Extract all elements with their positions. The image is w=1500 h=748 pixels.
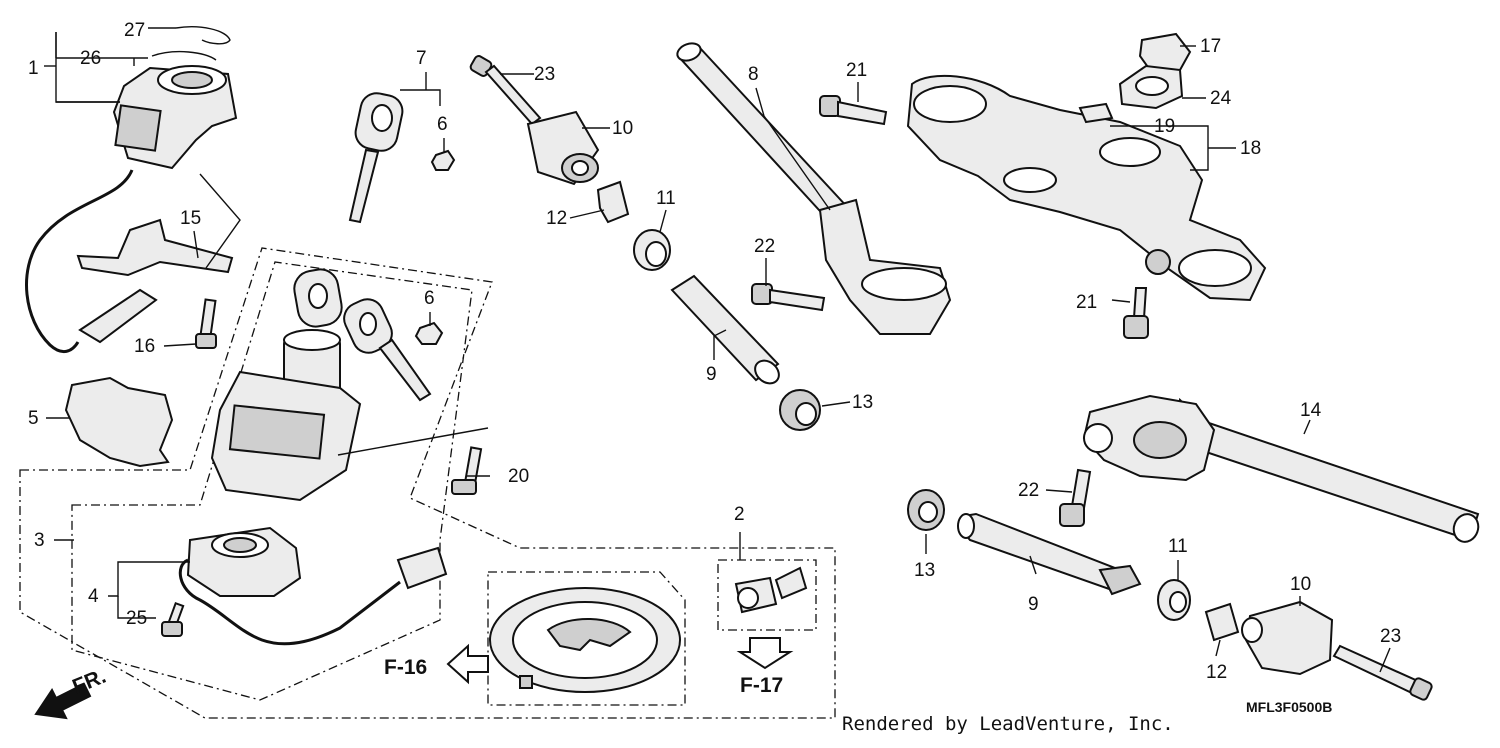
part-4-sensor xyxy=(186,526,302,597)
part-6-nut-top xyxy=(430,149,456,171)
part-12-clip-lower xyxy=(1204,602,1240,642)
part-8-left-handlebar xyxy=(676,42,952,335)
f17-arrow xyxy=(736,637,794,670)
leader-lines xyxy=(44,27,1391,673)
part-18-top-bridge xyxy=(906,74,1267,302)
label-16: 16 xyxy=(134,336,155,357)
part-20-bolt xyxy=(451,446,483,495)
antenna-wire xyxy=(25,169,134,354)
label-20: 20 xyxy=(508,466,529,487)
part-19-washer xyxy=(1078,102,1114,124)
label-21-lower: 21 xyxy=(1076,292,1097,313)
label-3: 3 xyxy=(34,530,45,551)
label-6-lower: 6 xyxy=(424,288,435,309)
ignition-keys xyxy=(293,268,432,402)
part-14-right-handlebar xyxy=(1082,394,1480,543)
part-27-clip xyxy=(175,26,231,45)
label-4: 4 xyxy=(88,586,99,607)
front-label: FR. xyxy=(69,665,109,699)
ignition-switch xyxy=(210,329,362,502)
sensor-wire xyxy=(178,558,401,646)
label-22-top: 22 xyxy=(754,236,775,257)
label-9-top: 9 xyxy=(706,364,717,385)
part-6-nut-lower xyxy=(414,321,444,345)
label-6-top: 6 xyxy=(437,114,448,135)
label-1: 1 xyxy=(28,58,39,79)
label-8: 8 xyxy=(748,64,759,85)
part-10-weight-top xyxy=(526,110,600,186)
label-10-top: 10 xyxy=(612,118,633,139)
label-23-lower: 23 xyxy=(1380,626,1401,647)
part-10-weight-lower xyxy=(1241,600,1334,676)
part-23-bolt-top xyxy=(469,55,542,126)
part-25-screw xyxy=(161,601,185,637)
label-22-lower: 22 xyxy=(1018,480,1039,501)
credit-text: Rendered by LeadVenture, Inc. xyxy=(842,713,1174,735)
part-22-bolt-lower xyxy=(1059,468,1092,527)
label-5: 5 xyxy=(28,408,39,429)
label-13-lower: 13 xyxy=(914,560,935,581)
sensor-connector xyxy=(396,546,448,590)
label-15: 15 xyxy=(180,208,201,229)
part-9-shaft-lower xyxy=(957,512,1142,596)
part-13-collar-top xyxy=(779,389,821,431)
part-12-clip-top xyxy=(596,180,630,224)
label-25: 25 xyxy=(126,608,147,629)
part-24-nut xyxy=(1118,64,1184,110)
part-number-labels: 27 26 1 15 16 5 7 6 6 20 3 4 25 2 23 10 … xyxy=(28,20,1401,683)
label-13-top: 13 xyxy=(852,392,873,413)
part-21-bolt-top xyxy=(819,95,888,126)
part-11-bushing-top xyxy=(633,229,671,271)
label-17: 17 xyxy=(1200,36,1221,57)
antenna-connector xyxy=(78,288,158,344)
label-23-top: 23 xyxy=(534,64,555,85)
label-12-lower: 12 xyxy=(1206,662,1227,683)
part-21-bolt-lower xyxy=(1123,287,1149,339)
label-24: 24 xyxy=(1210,88,1232,109)
part-7-key xyxy=(348,92,404,224)
part-13-collar-lower xyxy=(907,489,945,531)
assembly-3-outline xyxy=(19,247,836,719)
label-18: 18 xyxy=(1240,138,1261,159)
part-2-outline xyxy=(717,559,817,631)
label-10-lower: 10 xyxy=(1290,574,1311,595)
part-15-bracket xyxy=(76,218,234,277)
label-2: 2 xyxy=(734,504,745,525)
f16-arrow xyxy=(446,643,489,685)
label-19: 19 xyxy=(1154,116,1175,137)
fuel-cap xyxy=(489,587,681,693)
ref-f16: F-16 xyxy=(384,656,427,679)
label-9-lower: 9 xyxy=(1028,594,1039,615)
part-11-bushing-lower xyxy=(1157,579,1191,621)
label-21-top: 21 xyxy=(846,60,867,81)
label-12-top: 12 xyxy=(546,208,567,229)
ignition-leader xyxy=(337,427,489,456)
label-11-top: 11 xyxy=(656,188,676,209)
part-9-shaft-top xyxy=(670,274,780,385)
diagram-code: MFL3F0500B xyxy=(1246,699,1332,715)
label-27: 27 xyxy=(124,20,145,41)
label-7: 7 xyxy=(416,48,427,69)
part-2-lock xyxy=(734,566,808,614)
ref-f17: F-17 xyxy=(740,674,783,697)
part-23-bolt-lower xyxy=(1332,644,1433,701)
part-26-ring xyxy=(151,51,217,61)
part-1-antenna-body xyxy=(112,65,238,170)
label-14: 14 xyxy=(1300,400,1322,421)
part-16-bolt xyxy=(195,298,217,349)
label-26: 26 xyxy=(80,48,101,69)
label-11-lower: 11 xyxy=(1168,536,1188,557)
front-arrow xyxy=(34,682,92,720)
cap-outline xyxy=(487,571,686,706)
part-5-cover xyxy=(64,376,174,468)
part-22-bolt-top xyxy=(751,283,826,312)
part-17-cap xyxy=(1138,32,1192,71)
